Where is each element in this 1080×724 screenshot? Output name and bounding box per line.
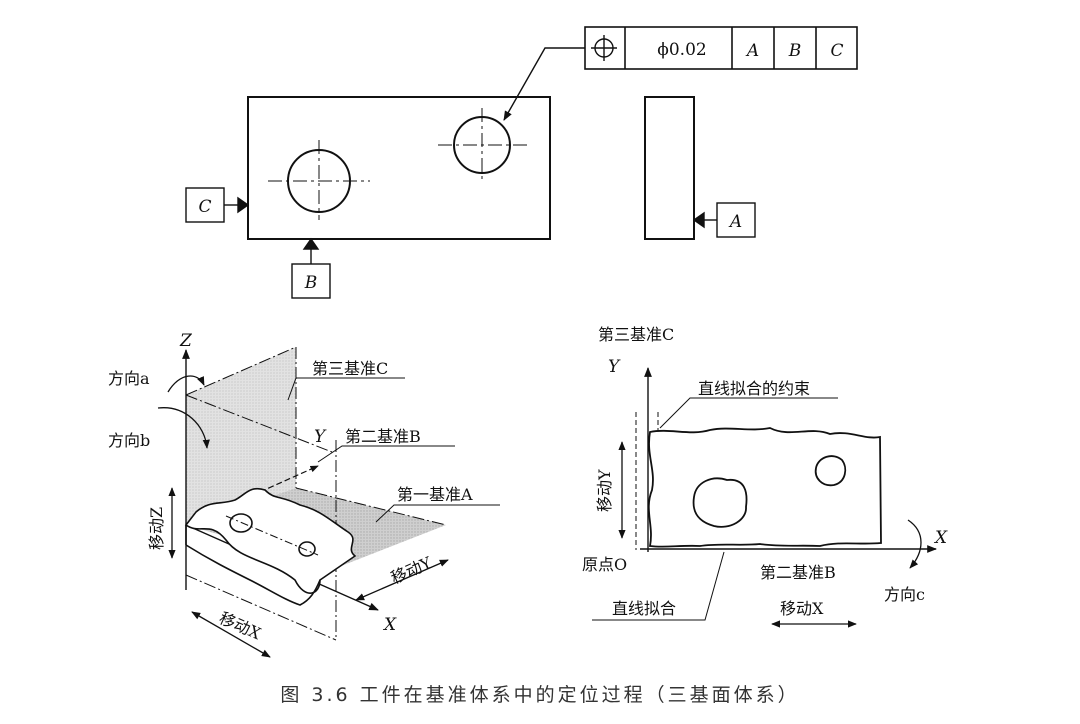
position-symbol-icon	[591, 35, 617, 61]
feature-control-frame	[584, 26, 858, 70]
leader-line-fit	[592, 551, 725, 621]
side-view	[644, 96, 695, 240]
move-y-arrow	[355, 559, 449, 601]
iso-datum3: 第三基准C	[312, 359, 388, 378]
datum-a-symbol	[692, 202, 756, 238]
iso-move-x: 移动X	[216, 608, 264, 643]
plan-datum2: 第二基准B	[760, 563, 836, 582]
plan-origin: 原点O	[582, 555, 627, 574]
isometric-view	[157, 346, 500, 658]
datum-c-label: C	[198, 197, 211, 217]
plan-hole-small	[814, 455, 847, 487]
leader-datum1	[375, 504, 500, 523]
datum-b-symbol	[291, 237, 331, 299]
iso-move-y: 移动Y	[388, 553, 435, 588]
plan-y-label: Y	[608, 357, 621, 377]
iso-dir-a: 方向a	[108, 369, 150, 388]
fcf-tolerance: ϕ0.02	[657, 40, 706, 60]
plan-hole-large	[692, 477, 748, 528]
iso-datum2: 第二基准B	[345, 427, 421, 446]
iso-y-label: Y	[314, 427, 327, 447]
hole-right	[438, 108, 527, 183]
move-x-arrow	[191, 611, 271, 658]
plan-move-y: 移动Y	[595, 469, 614, 512]
front-view	[247, 96, 551, 240]
fcf-datum-1: A	[745, 41, 759, 61]
plan-line-fit: 直线拟合	[612, 599, 676, 618]
plan-datum3: 第三基准C	[598, 325, 674, 344]
plan-view	[592, 367, 937, 628]
fcf-leader	[503, 47, 585, 121]
datum-a-label: A	[728, 212, 742, 232]
iso-x-label: X	[382, 615, 397, 635]
plan-dir-c: 方向c	[884, 585, 925, 604]
fcf-datum-3: C	[830, 41, 843, 61]
iso-dir-b: 方向b	[108, 431, 150, 450]
plan-move-x: 移动X	[780, 599, 824, 618]
plan-line-fit-constraint: 直线拟合的约束	[698, 379, 810, 398]
datum-b-label: B	[304, 273, 318, 293]
direction-b-arrow	[157, 407, 210, 449]
leader-datum3	[287, 377, 405, 401]
workpiece-outline	[647, 427, 882, 548]
direction-c-arrow	[907, 519, 922, 569]
leader-datum2	[317, 445, 455, 463]
iso-datum1: 第一基准A	[397, 485, 473, 504]
iso-z-label: Z	[179, 331, 193, 351]
iso-move-z: 移动Z	[147, 507, 166, 550]
datum-plane-c	[186, 347, 296, 525]
hole-left	[268, 140, 370, 220]
datum-c-symbol	[185, 187, 250, 223]
direction-a-arrow	[167, 375, 205, 393]
plan-x-label: X	[933, 528, 948, 548]
leader-constraint	[659, 397, 838, 429]
workpiece-3d	[184, 487, 357, 606]
fcf-datum-2: B	[788, 41, 802, 61]
figure-caption: 图 3.6 工件在基准体系中的定位过程（三基面体系）	[280, 684, 800, 706]
